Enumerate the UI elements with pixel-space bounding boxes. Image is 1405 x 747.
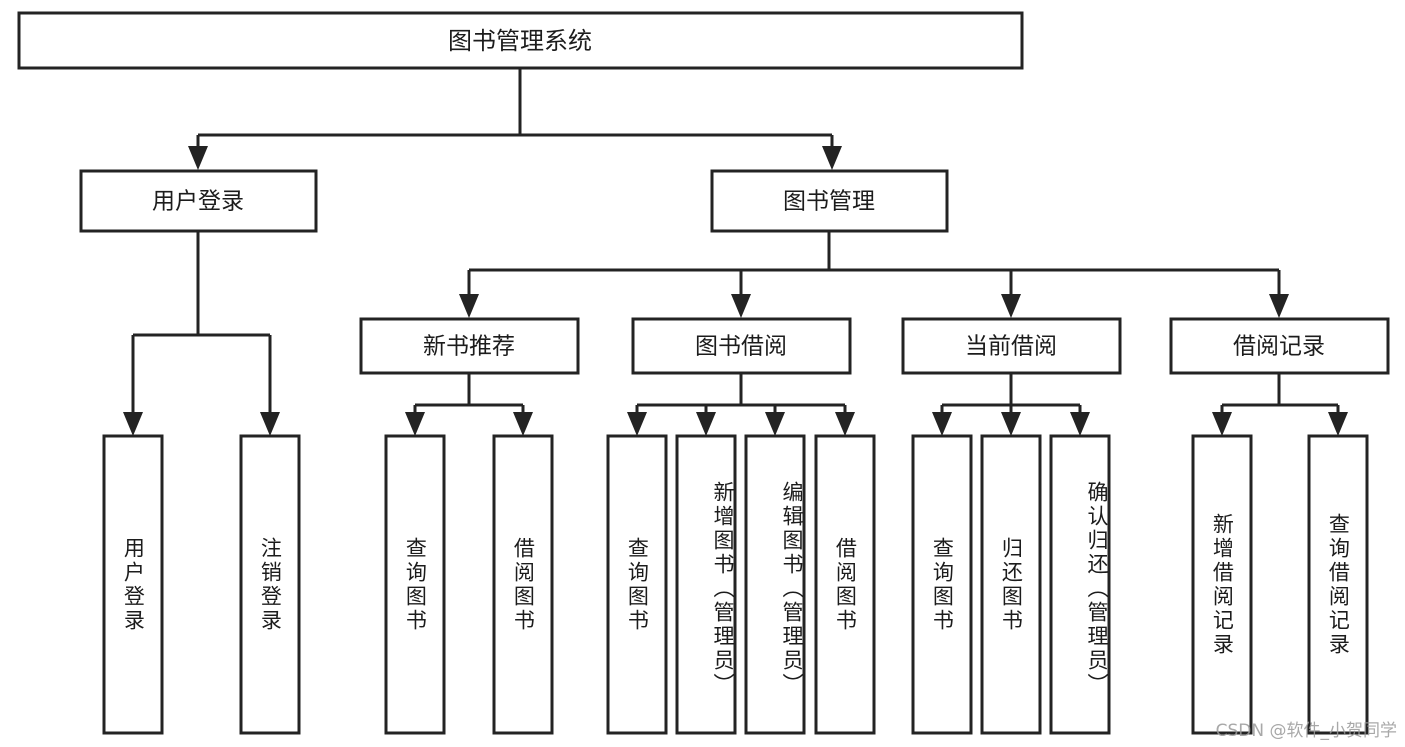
arrow-head-icon: [1269, 294, 1289, 318]
arrow-head-icon: [1212, 412, 1232, 436]
leaf-box[interactable]: [911, 434, 973, 735]
arrow-head-icon: [188, 146, 208, 170]
new-book-rec-box: [359, 317, 580, 375]
arrow-head-icon: [513, 412, 533, 436]
connector-root-to-level2: [188, 68, 842, 170]
root-label: 图书管理系统: [448, 27, 592, 55]
book-borrow-label: 图书借阅: [695, 334, 787, 360]
arrow-head-icon: [1001, 294, 1021, 318]
arrow-head-icon: [1328, 412, 1348, 436]
new-book-rec-label: 新书推荐: [423, 334, 515, 360]
root-box: [17, 11, 1024, 70]
arrow-head-icon: [1001, 412, 1021, 436]
connector-user-login-to-leaves: [123, 231, 280, 436]
leaf-box[interactable]: [1049, 434, 1111, 735]
leaf-box[interactable]: [606, 434, 668, 735]
arrow-head-icon: [696, 412, 716, 436]
leaf-box[interactable]: [814, 434, 876, 735]
leaf-box[interactable]: [102, 434, 164, 735]
arrow-head-icon: [627, 412, 647, 436]
current-borrow-label: 当前借阅: [965, 334, 1057, 360]
user-login-label: 用户登录: [152, 189, 244, 215]
node-user-login[interactable]: 用户登录: [79, 169, 318, 233]
node-book-borrow[interactable]: 图书借阅: [631, 317, 852, 375]
node-new-book-rec[interactable]: 新书推荐: [359, 317, 580, 375]
arrow-head-icon: [765, 412, 785, 436]
node-book-manage[interactable]: 图书管理: [710, 169, 949, 233]
node-current-borrow[interactable]: 当前借阅: [901, 317, 1122, 375]
user-login-box: [79, 169, 318, 233]
connector-borrow-record-to-leaves: [1212, 373, 1348, 436]
leaf-box[interactable]: [675, 434, 737, 735]
arrow-head-icon: [123, 412, 143, 436]
watermark-text: CSDN @软件_小贺同学: [1215, 721, 1397, 741]
arrow-head-icon: [731, 294, 751, 318]
arrow-head-icon: [835, 412, 855, 436]
leaf-box[interactable]: [1307, 434, 1369, 735]
leaf-box[interactable]: [980, 434, 1042, 735]
leaf-box[interactable]: [1191, 434, 1253, 735]
arrow-head-icon: [260, 412, 280, 436]
arrow-head-icon: [932, 412, 952, 436]
arrow-head-icon: [405, 412, 425, 436]
node-root[interactable]: 图书管理系统: [17, 11, 1024, 70]
borrow-record-label: 借阅记录: [1233, 334, 1325, 360]
connector-book-borrow-to-leaves: [627, 373, 855, 436]
arrow-head-icon: [1070, 412, 1090, 436]
node-borrow-record[interactable]: 借阅记录: [1169, 317, 1390, 375]
connector-book-manage-to-level3: [459, 231, 1289, 318]
current-borrow-box: [901, 317, 1122, 375]
leaf-box[interactable]: [492, 434, 554, 735]
leaf-box[interactable]: [744, 434, 806, 735]
leaf-box[interactable]: [239, 434, 301, 735]
connector-new-book-rec-to-leaves: [405, 373, 533, 436]
arrow-head-icon: [459, 294, 479, 318]
book-manage-label: 图书管理: [783, 189, 875, 215]
leaf-box[interactable]: [384, 434, 446, 735]
connector-current-borrow-to-leaves: [932, 373, 1090, 436]
arrow-head-icon: [822, 146, 842, 170]
